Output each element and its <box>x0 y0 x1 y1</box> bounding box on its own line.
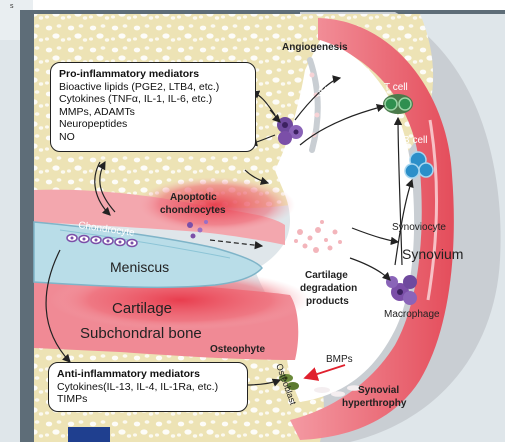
anti-inflammatory-box: Anti-inflammatory mediators Cytokines(IL… <box>48 362 248 412</box>
label-osteophyte: Osteophyte <box>210 344 265 355</box>
label-cart-deg-2: degradation <box>300 283 357 294</box>
anti-inflammatory-title: Anti-inflammatory mediators <box>57 368 239 381</box>
blue-tab <box>68 427 110 442</box>
label-macrophage: Macrophage <box>384 309 440 320</box>
pro-inflammatory-item: Cytokines (TNFα, IL-1, IL-6, etc.) <box>59 93 247 106</box>
pro-inflammatory-item: Neuropeptides <box>59 118 247 131</box>
left-frame-bar <box>20 10 34 442</box>
label-b-cell: B cell <box>403 135 427 146</box>
anti-inflammatory-item: TIMPs <box>57 393 239 406</box>
label-cartilage: Cartilage <box>112 300 172 317</box>
label-synovial-1: Synovial <box>358 385 399 396</box>
pro-inflammatory-title: Pro-inflammatory mediators <box>59 68 247 81</box>
label-synoviocyte: Synoviocyte <box>392 222 446 233</box>
label-apoptotic-1: Apoptotic <box>170 192 217 203</box>
label-t-cell: T cell <box>384 82 408 93</box>
corner-text: s <box>10 3 14 10</box>
pro-inflammatory-box: Pro-inflammatory mediators Bioactive lip… <box>50 62 256 152</box>
label-bmps: BMPs <box>326 354 353 365</box>
pro-inflammatory-item: NO <box>59 131 247 144</box>
label-subchondral: Subchondral bone <box>80 325 202 342</box>
label-angiogenesis: Angiogenesis <box>282 42 348 53</box>
label-cart-deg-3: products <box>306 296 349 307</box>
top-frame-bar <box>20 10 505 14</box>
t-cell-icon <box>383 94 413 114</box>
pro-inflammatory-item: Bioactive lipids (PGE2, LTB4, etc.) <box>59 81 247 94</box>
label-synovial-2: hyperthrophy <box>342 398 407 409</box>
label-cart-deg-1: Cartilage <box>305 270 348 281</box>
pro-inflammatory-item: MMPs, ADAMTs <box>59 106 247 119</box>
label-synovium: Synovium <box>402 246 463 262</box>
label-apoptotic-2: chondrocytes <box>160 205 226 216</box>
label-meniscus: Meniscus <box>110 259 169 275</box>
anti-inflammatory-item: Cytokines(IL-13, IL-4, IL-1Ra, etc.) <box>57 381 239 394</box>
